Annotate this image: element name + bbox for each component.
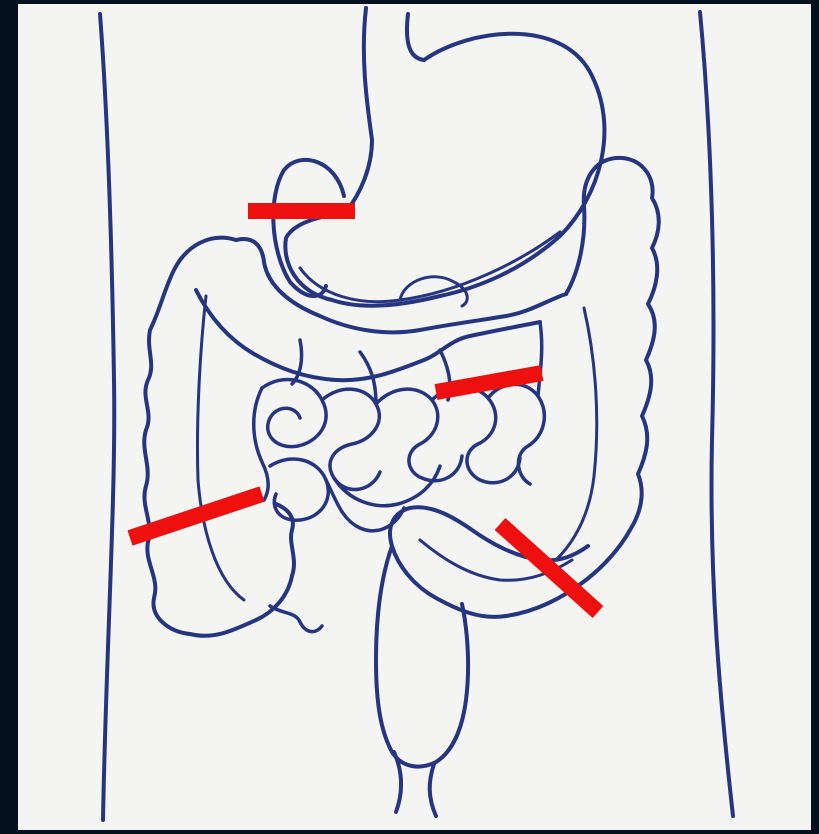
abdominal-wall-right [700, 12, 733, 816]
small-intestine [254, 322, 545, 531]
marker-left [130, 494, 262, 538]
stomach [285, 34, 604, 306]
gallbladder [273, 160, 344, 296]
esophagus [364, 8, 424, 140]
descending-colon [566, 158, 659, 580]
markers [130, 211, 598, 612]
abdominal-wall-left [100, 14, 114, 820]
sigmoid-colon [390, 507, 588, 617]
descending-colon-inner [556, 308, 597, 560]
appendix [270, 606, 322, 632]
marker-lower-right [500, 524, 598, 612]
marker-middle [436, 373, 542, 392]
rectum [376, 546, 468, 767]
